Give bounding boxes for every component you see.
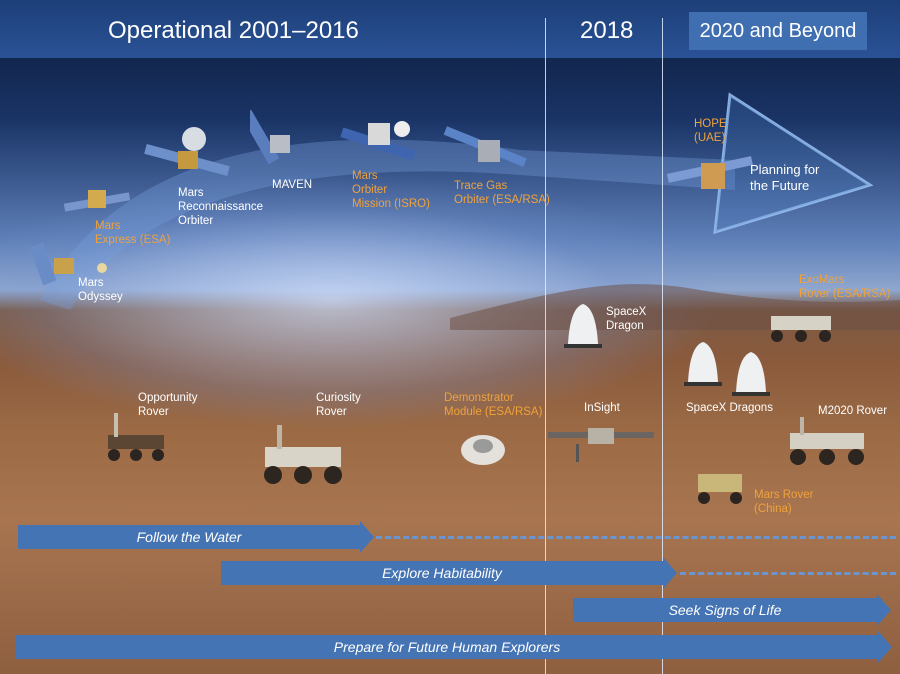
- hope-probe-icon: [666, 156, 753, 189]
- goal-dash-explore-habitability: [680, 572, 896, 575]
- m2020-rover-icon: [790, 417, 864, 465]
- label-hope: HOPE(UAE): [694, 118, 727, 144]
- mars-odyssey-icon: [30, 242, 107, 286]
- spacex-dragon-1-icon: [684, 342, 722, 386]
- curiosity-rover-icon: [264, 425, 342, 484]
- label-m2020-rover: M2020 Rover: [818, 405, 888, 417]
- goal-arrow-explore-habitability: Explore Habitability: [221, 557, 677, 589]
- demonstrator-module-icon: [461, 435, 505, 465]
- insight-lander-icon: [548, 428, 654, 462]
- label-china-mars-rover: Mars Rover(China): [754, 489, 814, 515]
- mars-orbiter-mission-icon: [340, 121, 416, 161]
- goal-arrow-prepare-human-explorers: Prepare for Future Human Explorers: [16, 631, 892, 663]
- goal-arrow-seek-signs-of-life: Seek Signs of Life: [573, 594, 891, 626]
- mars-reconnaissance-orbiter-icon: [144, 127, 230, 176]
- exomars-rover-icon: [771, 316, 831, 342]
- goal-arrow-follow-the-water: Follow the Water: [18, 521, 374, 553]
- label-maven: MAVEN: [272, 179, 313, 191]
- divider-line-2018: [545, 18, 546, 674]
- maven-icon: [250, 109, 290, 165]
- spacex-dragon-icon: [564, 304, 602, 348]
- header-period-operational: Operational 2001–2016: [108, 17, 359, 44]
- divider-line-2020: [662, 18, 663, 674]
- china-mars-rover-icon: [698, 474, 742, 504]
- label-spacex-dragons: SpaceX Dragons: [686, 402, 773, 414]
- goal-dash-follow-the-water: [376, 536, 896, 539]
- trace-gas-orbiter-icon: [443, 126, 527, 167]
- header-period-2018: 2018: [580, 17, 634, 44]
- header-period-beyond: 2020 and Beyond: [689, 12, 867, 50]
- label-insight: InSight: [584, 402, 620, 414]
- spacex-dragon-2-icon: [732, 352, 770, 396]
- mars-express-icon: [63, 190, 131, 212]
- opportunity-rover-icon: [108, 413, 164, 461]
